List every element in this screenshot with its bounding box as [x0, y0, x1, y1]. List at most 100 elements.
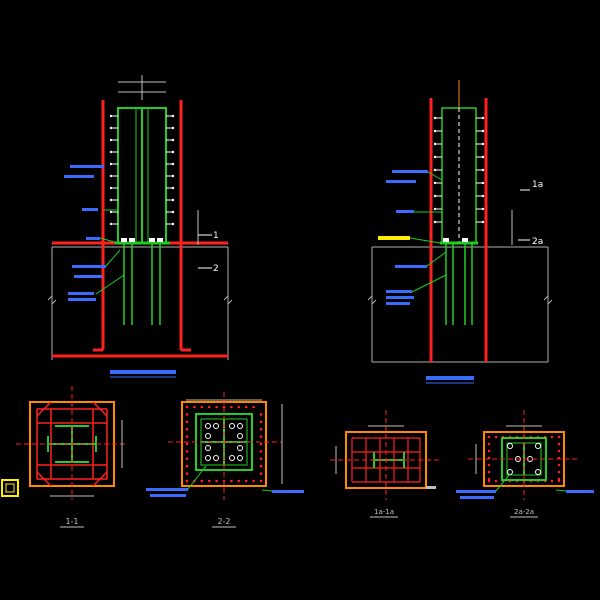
- stud-head: [433, 116, 437, 120]
- stud-head: [433, 129, 437, 133]
- rebar-dot: [487, 479, 491, 483]
- elevation-title-bar-r: [426, 376, 474, 380]
- section-1a-mark: 1a: [532, 180, 543, 190]
- rebar-dot: [244, 479, 248, 483]
- stud-head: [481, 220, 485, 224]
- stud-head: [481, 129, 485, 133]
- stud-head: [433, 220, 437, 224]
- rebar-dot: [487, 449, 491, 453]
- stud-head: [109, 174, 113, 178]
- stud-head: [109, 114, 113, 118]
- stud-head: [171, 198, 175, 202]
- rebar-dot: [557, 477, 561, 481]
- section-1-mark: 1: [213, 231, 219, 241]
- shear-studs: [109, 114, 175, 226]
- rebar-dot: [487, 477, 491, 481]
- stud-head: [433, 181, 437, 185]
- leader-lines: [95, 209, 125, 295]
- rebar-dot: [200, 479, 204, 483]
- rebar-dot: [557, 435, 561, 439]
- rebar-dot: [550, 479, 554, 483]
- break-mark-right-r: [543, 294, 553, 306]
- anchor-bolts: [123, 243, 161, 325]
- stud-head: [171, 186, 175, 190]
- rebar-dot: [252, 479, 255, 483]
- break-mark-left-r: [367, 294, 377, 306]
- plan-1-1-label: 1-1: [65, 517, 78, 526]
- plan-2-2-label: 2-2: [217, 517, 230, 526]
- rebar-dot: [252, 405, 255, 409]
- rebar-dot: [259, 464, 263, 468]
- rebar-dot: [185, 472, 189, 475]
- plan-2a-leader-left: [495, 473, 511, 492]
- stud-head: [481, 181, 485, 185]
- plan-2a-label: 2a-2a: [514, 508, 534, 516]
- rebar-dot: [207, 405, 211, 409]
- stud-head: [171, 210, 175, 214]
- anchor-bolts-r: [445, 243, 473, 325]
- stud-head: [481, 207, 485, 211]
- rebar-dot: [487, 470, 491, 474]
- stud-head: [433, 207, 437, 211]
- stud-head: [481, 142, 485, 146]
- section-2a-mark: 2a: [532, 237, 543, 247]
- plan-2-2-rebar-dots: [185, 405, 263, 483]
- stud-head: [481, 168, 485, 172]
- rebar-dot: [185, 427, 189, 431]
- stud-head: [171, 174, 175, 178]
- small-detail-icon: [1, 479, 19, 497]
- rebar-dot: [207, 479, 211, 483]
- stud-head: [171, 162, 175, 166]
- stud-head: [171, 222, 175, 226]
- stud-head: [171, 138, 175, 142]
- rebar-dot: [259, 472, 263, 475]
- rebar-dot: [557, 479, 561, 483]
- rebar-dot: [487, 442, 491, 446]
- stud-head: [109, 210, 113, 214]
- leader-lines-r: [409, 171, 447, 293]
- rebar-dot: [259, 450, 263, 453]
- small-detail-inner: [5, 483, 15, 493]
- annotation-notes-r: [386, 170, 428, 305]
- stud-head: [109, 138, 113, 142]
- stud-head: [109, 162, 113, 166]
- rebar-dot: [557, 442, 561, 446]
- stud-head: [481, 155, 485, 159]
- plan-2-2-leader-right: [261, 489, 273, 492]
- stud-head: [109, 150, 113, 154]
- rebar-dot: [185, 457, 189, 461]
- rebar-dot: [200, 405, 204, 409]
- plan-2-2-bolts: [205, 423, 243, 461]
- rebar-dot: [215, 479, 218, 483]
- plan-2-2-leader-left: [187, 465, 207, 490]
- elevation-title-bar: [110, 370, 176, 374]
- highlight-note-r: [378, 236, 410, 240]
- stud-head: [109, 198, 113, 202]
- rebar-dot: [259, 479, 263, 483]
- rebar-dot: [237, 479, 241, 483]
- plan-1-1: 1-1: [1, 386, 128, 528]
- stud-head: [109, 126, 113, 130]
- rebar-dot: [185, 420, 189, 424]
- break-mark-right: [223, 294, 233, 306]
- stud-head: [481, 116, 485, 120]
- rebar-dot: [259, 435, 263, 438]
- annotation-notes: [64, 165, 106, 301]
- section-2-mark: 2: [213, 264, 219, 274]
- rebar-dot: [244, 405, 248, 409]
- plan-1a-note: [426, 486, 436, 489]
- rebar-dot: [259, 442, 263, 446]
- stud-head: [171, 114, 175, 118]
- plan-1a-1a: 1a-1a: [330, 410, 440, 518]
- rebar-dot: [494, 479, 498, 483]
- shear-studs-r: [433, 116, 485, 224]
- left-elevation: 1 2: [47, 75, 233, 378]
- rebar-dot: [487, 435, 491, 439]
- rebar-dot: [550, 435, 554, 439]
- rebar-dot: [237, 405, 241, 409]
- stud-head: [171, 126, 175, 130]
- rebar-dot: [487, 463, 491, 467]
- rebar-dot: [557, 463, 561, 467]
- plan-2a-leader-right: [555, 489, 567, 492]
